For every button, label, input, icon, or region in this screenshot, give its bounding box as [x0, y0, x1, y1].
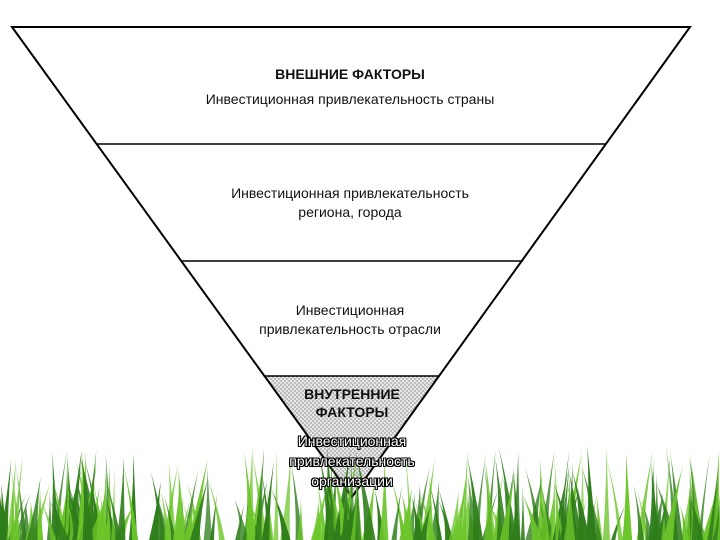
grass-blade [602, 447, 611, 540]
pyramid-outline [10, 26, 692, 499]
grass-blade [498, 445, 517, 540]
grass-blade [188, 459, 208, 540]
grass-blade [697, 453, 710, 540]
grass-decoration [0, 445, 720, 540]
grass-blade [160, 490, 172, 540]
grass-blade [456, 465, 468, 540]
grass-blade [0, 459, 12, 540]
grass-blade [96, 495, 102, 540]
grass-blade [429, 481, 443, 540]
grass-blade [310, 500, 323, 540]
grass-blade [467, 457, 484, 540]
grass-blade [622, 451, 633, 540]
grass-blade [105, 478, 122, 540]
grass-blade [522, 494, 542, 540]
grass-blade [26, 477, 41, 540]
grass-blade [333, 448, 352, 540]
grass-blade [123, 466, 139, 540]
region-attractiveness-line1: Инвестиционная привлекательность [231, 185, 469, 201]
grass-blade [636, 448, 654, 540]
grass-blade [606, 456, 623, 540]
inner-factors-tier [265, 376, 439, 497]
grass-blade [203, 467, 212, 540]
region-attractiveness-line2: региона, города [298, 204, 402, 220]
grass-blade [577, 497, 585, 540]
grass-blade [297, 497, 304, 540]
grass-blade [355, 464, 362, 540]
grass-blade [234, 498, 249, 540]
grass-blade [649, 493, 664, 540]
grass-blade [679, 486, 691, 540]
grass-blade [540, 484, 550, 540]
grass-blade [163, 495, 177, 540]
grass-blade [411, 496, 423, 540]
grass-blade [438, 489, 453, 540]
grass-blade [572, 471, 591, 540]
grass-blade [39, 498, 56, 540]
grass-blade [173, 479, 181, 540]
internal-factors-title-line1: ВНУТРЕННИЕ [304, 386, 400, 402]
grass-blade [520, 485, 525, 540]
grass-blade [663, 465, 683, 540]
grass-blade [484, 461, 496, 540]
external-factors-title: ВНЕШНИЕ ФАКТОРЫ [275, 66, 425, 82]
grass-blade [273, 448, 279, 540]
grass-blade [651, 456, 657, 540]
grass-blade [460, 498, 469, 540]
grass-blade [564, 475, 576, 540]
grass-blade [341, 458, 349, 540]
internal-factors-title-line2: ФАКТОРЫ [315, 404, 389, 420]
grass-blade [0, 495, 6, 540]
grass-blade [254, 447, 265, 540]
grass-blade [405, 492, 416, 540]
grass-blade [418, 502, 432, 540]
grass-blade [633, 484, 645, 540]
grass-blade [391, 485, 403, 540]
grass-blade [128, 453, 138, 540]
grass-blade [261, 461, 274, 540]
grass-blade [66, 478, 83, 540]
grass-blade [11, 455, 23, 540]
grass-blade [354, 450, 376, 540]
grass-blade [338, 500, 358, 540]
grass-blade [511, 452, 521, 540]
grass-blade [49, 500, 69, 540]
grass-blade [524, 466, 544, 540]
grass-blade [499, 470, 516, 540]
organization-attractiveness-line2: привлекательность [289, 453, 415, 469]
grass-blade [244, 452, 257, 540]
grass-blade [150, 471, 167, 540]
grass-blade [448, 490, 459, 540]
industry-attractiveness-line2: привлекательность отрасли [259, 321, 441, 337]
grass-blade [116, 457, 126, 540]
grass-blade [190, 478, 209, 540]
grass-blade [179, 499, 191, 540]
grass-blade [680, 504, 690, 540]
grass-blade [318, 449, 336, 540]
grass-blade [379, 459, 389, 540]
country-attractiveness-label: Инвестиционная привлекательность страны [205, 91, 495, 107]
grass-blade [280, 452, 292, 540]
grass-blade [557, 449, 570, 540]
industry-attractiveness-line1: Инвестиционная [295, 302, 405, 318]
organization-attractiveness-line3: организации [311, 473, 393, 489]
grass-blade [550, 475, 557, 540]
grass-blade [712, 503, 720, 540]
organization-attractiveness-line1: Инвестиционная [297, 433, 407, 449]
grass-blade [401, 494, 414, 540]
grass-blade [84, 450, 97, 540]
grass-blade [717, 491, 720, 540]
grass-blade [183, 504, 196, 540]
grass-blade [51, 478, 68, 540]
grass-blade [207, 476, 225, 540]
grass-blade [582, 467, 602, 540]
grass-blade [405, 450, 413, 540]
grass-blade [182, 470, 199, 540]
